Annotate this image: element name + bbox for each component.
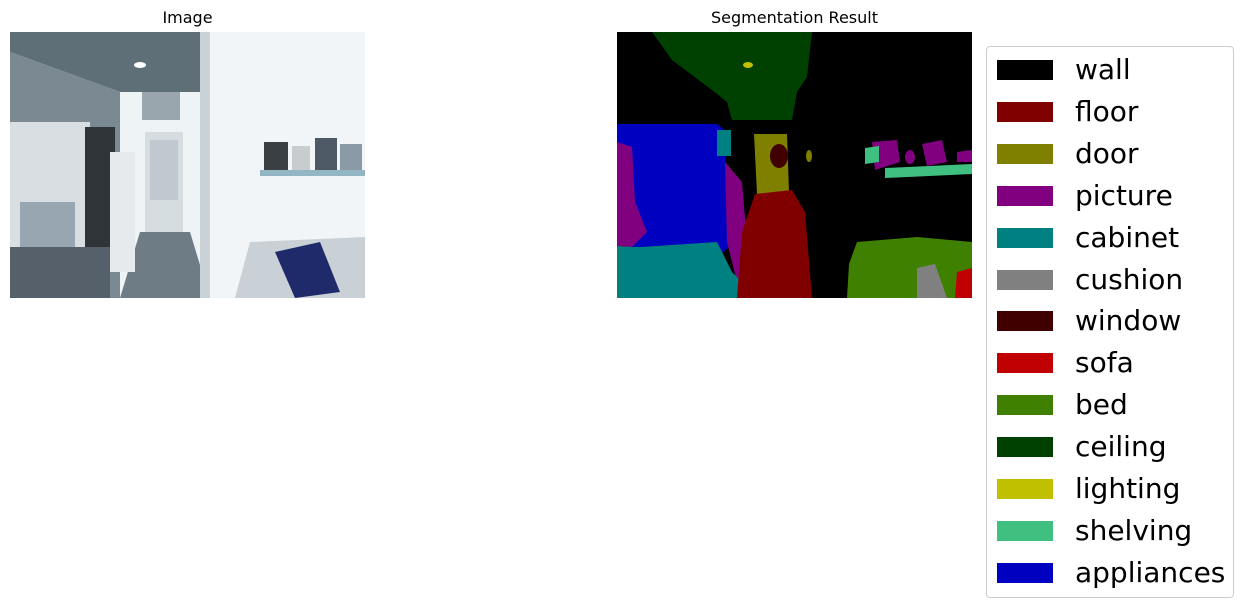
legend-item-floor: floor <box>997 97 1138 127</box>
legend-item-sofa: sofa <box>997 348 1134 378</box>
legend-item-cabinet: cabinet <box>997 223 1179 253</box>
legend-swatch <box>997 144 1053 164</box>
legend-item-door: door <box>997 139 1139 169</box>
legend-swatch <box>997 353 1053 373</box>
legend: wall floor door picture cabinet cushion window… <box>986 46 1234 598</box>
seg-floor <box>737 190 812 298</box>
legend-item-wall: wall <box>997 55 1131 85</box>
legend-swatch <box>997 521 1053 541</box>
legend-swatch <box>997 437 1053 457</box>
legend-label: appliances <box>1075 556 1226 589</box>
legend-item-bed: bed <box>997 390 1128 420</box>
seg-picture-left <box>617 142 647 247</box>
legend-swatch <box>997 311 1053 331</box>
legend-label: cushion <box>1075 263 1184 296</box>
image-title: Image <box>162 8 213 27</box>
legend-item-cushion: cushion <box>997 265 1183 295</box>
seg-ceiling <box>652 32 812 120</box>
legend-item-lighting: lighting <box>997 474 1180 504</box>
legend-swatch <box>997 395 1053 415</box>
legend-label: ceiling <box>1075 430 1167 463</box>
legend-swatch <box>997 270 1053 290</box>
legend-item-appliances: appliances <box>997 558 1225 588</box>
legend-label: picture <box>1075 179 1173 212</box>
legend-label: window <box>1075 304 1182 337</box>
seg-bed <box>847 237 972 298</box>
seg-cushion <box>917 264 947 298</box>
legend-item-ceiling: ceiling <box>997 432 1166 462</box>
segmentation-map <box>617 32 972 298</box>
legend-label: door <box>1075 137 1139 170</box>
legend-label: floor <box>1075 95 1139 128</box>
legend-swatch <box>997 228 1053 248</box>
seg-cabinet <box>617 242 757 298</box>
legend-swatch <box>997 479 1053 499</box>
legend-label: wall <box>1075 53 1131 86</box>
legend-swatch <box>997 60 1053 80</box>
legend-label: sofa <box>1075 346 1134 379</box>
legend-item-window: window <box>997 306 1181 336</box>
legend-label: lighting <box>1075 472 1181 505</box>
legend-label: bed <box>1075 388 1128 421</box>
seg-appliances <box>617 124 735 257</box>
seg-sofa <box>955 268 972 298</box>
legend-item-picture: picture <box>997 181 1173 211</box>
legend-swatch <box>997 102 1053 122</box>
seg-shelving <box>885 164 972 178</box>
legend-swatch <box>997 186 1053 206</box>
room-photo <box>10 32 365 298</box>
legend-item-shelving: shelving <box>997 516 1192 546</box>
seg-window <box>770 144 788 168</box>
legend-label: cabinet <box>1075 221 1180 254</box>
seg-lighting <box>743 62 753 68</box>
legend-label: shelving <box>1075 514 1193 547</box>
legend-swatch <box>997 563 1053 583</box>
segmentation-title: Segmentation Result <box>711 8 878 27</box>
